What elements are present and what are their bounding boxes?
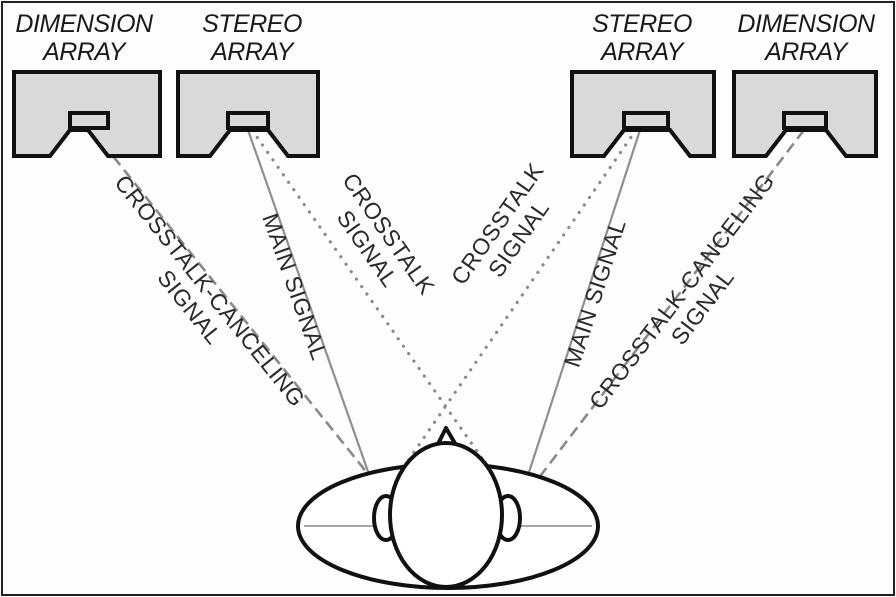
left-stereo-label-line1: STEREO [202,10,302,38]
right-dimension-tweeter [782,111,828,130]
right-main-signal-line [518,129,642,501]
signal-lines [90,128,806,501]
left-cancel-label-line1: CROSSTALK-CANCELING [110,170,311,412]
right-stereo-label-line2: ARRAY [599,38,686,66]
right-stereo-label-line1: STEREO [592,10,692,38]
listener-head [388,441,504,589]
left-main-signal-label: MAIN SIGNAL [257,210,333,364]
right-stereo-tweeter [622,111,670,130]
right-cancel-signal-label: CROSSTALK-CANCELING SIGNAL [584,168,780,414]
left-dimension-label-line1: DIMENSION [15,10,154,38]
right-stereo-speaker [570,70,716,158]
right-dimension-speaker [732,70,878,158]
left-main-label: MAIN SIGNAL [257,210,333,364]
left-main-signal-line [246,129,380,501]
listener-figure [296,426,600,590]
right-dimension-label-line1: DIMENSION [737,10,876,38]
left-dimension-label-line2: ARRAY [41,38,128,66]
left-stereo-tweeter [226,111,270,130]
left-dimension-speaker [12,70,162,158]
right-crosstalk-signal-line [390,128,638,486]
left-dimension-tweeter [68,111,110,130]
right-main-signal-label: MAIN SIGNAL [559,216,631,370]
left-stereo-speaker [176,70,320,158]
right-dimension-label-line2: ARRAY [763,38,850,66]
left-cancel-signal-label: CROSSTALK-CANCELING SIGNAL [110,170,311,412]
right-cancel-label-line1: CROSSTALK-CANCELING [584,168,780,414]
left-crosstalk-signal-label: CROSSTALK SIGNAL [332,168,440,299]
left-stereo-label-line2: ARRAY [209,38,296,66]
right-main-label: MAIN SIGNAL [559,216,631,370]
left-cancel-signal-line [90,129,370,475]
left-crosstalk-signal-line [250,128,502,486]
right-cancel-signal-line [520,129,806,501]
right-crosstalk-signal-label: CROSSTALK SIGNAL [446,158,554,289]
